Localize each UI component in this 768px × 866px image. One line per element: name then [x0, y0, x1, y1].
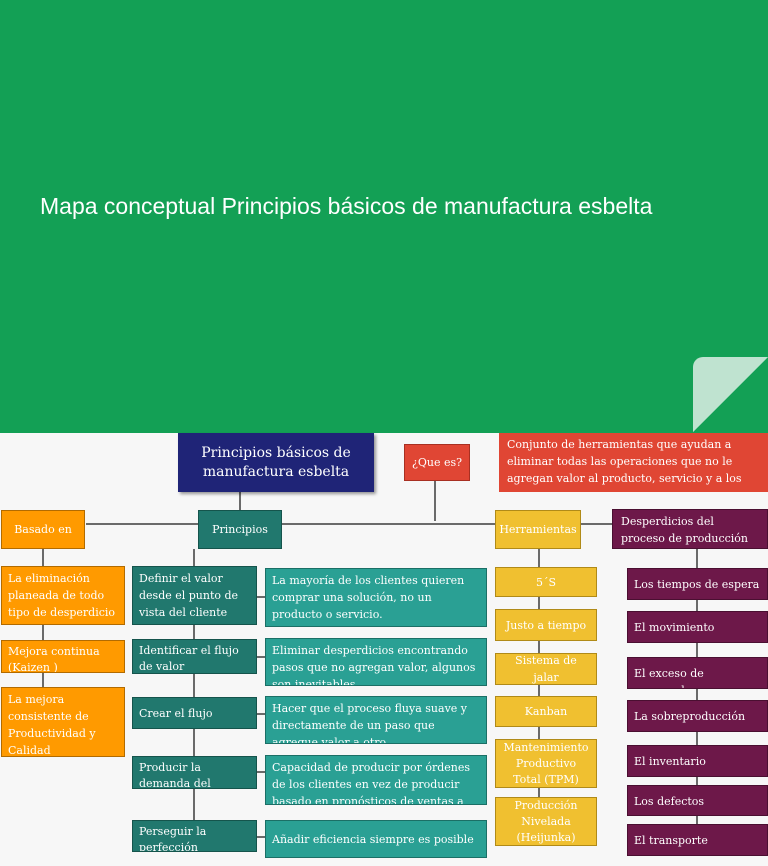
principle-description: Eliminar desperdicios encontrando pasos …: [265, 638, 487, 686]
tools-node: Herramientas: [495, 510, 581, 549]
principle-item: Identificar el flujo de valor: [132, 639, 257, 674]
definition-node: Conjunto de herramientas que ayudan a el…: [499, 433, 768, 492]
connector: [434, 481, 436, 521]
connector: [256, 596, 268, 598]
based-on-item: La mejora consistente de Productividad y…: [1, 687, 125, 757]
principles-node: Principios: [198, 510, 282, 549]
tool-item: Justo a tiempo: [495, 609, 597, 641]
based-on-item: Mejora continua (Kaizen ): [1, 640, 125, 673]
waste-item: El exceso de procesado: [627, 657, 768, 689]
tool-item: Producción Nivelada (Heijunka): [495, 797, 597, 846]
principle-item: Definir el valor desde el punto de vista…: [132, 566, 257, 625]
tool-item: 5´S: [495, 567, 597, 597]
waste-item: El inventario: [627, 745, 768, 777]
waste-item: El transporte: [627, 824, 768, 856]
main-concept-node: Principios básicos de manufactura esbelt…: [178, 433, 374, 492]
connector: [86, 523, 614, 525]
connector: [256, 713, 268, 715]
connector: [696, 549, 698, 831]
page-fold-decoration: [693, 357, 768, 433]
tool-item: Mantenimiento Productivo Total (TPM): [495, 739, 597, 788]
title-banner: [0, 0, 768, 433]
connector: [239, 492, 241, 510]
waste-item: La sobreproducción: [627, 700, 768, 732]
principle-description: Añadir eficiencia siempre es posible: [265, 820, 487, 858]
question-node: ¿Que es?: [404, 444, 470, 481]
waste-item: El movimiento: [627, 611, 768, 643]
principle-description: Capacidad de producir por órdenes de los…: [265, 755, 487, 805]
based-on-item: La eliminación planeada de todo tipo de …: [1, 566, 125, 625]
connector: [256, 656, 268, 658]
tool-item: Sistema de jalar: [495, 653, 597, 685]
waste-node: Desperdicios del proceso de producción: [612, 509, 768, 549]
principle-item: Perseguir la perfección: [132, 820, 257, 852]
tool-item: Kanban: [495, 696, 597, 727]
slide-title: Mapa conceptual Principios básicos de ma…: [40, 193, 653, 219]
waste-item: Los defectos: [627, 785, 768, 816]
connector: [256, 836, 268, 838]
principle-item: Crear el flujo: [132, 697, 257, 729]
connector: [256, 771, 268, 773]
principle-description: Hacer que el proceso fluya suave y direc…: [265, 696, 487, 744]
based-on-node: Basado en: [1, 510, 85, 549]
waste-item: Los tiempos de espera: [627, 568, 768, 600]
connector: [193, 549, 195, 821]
principle-description: La mayoría de los clientes quieren compr…: [265, 568, 487, 627]
principle-item: Producir la demanda del cliente: [132, 756, 257, 789]
